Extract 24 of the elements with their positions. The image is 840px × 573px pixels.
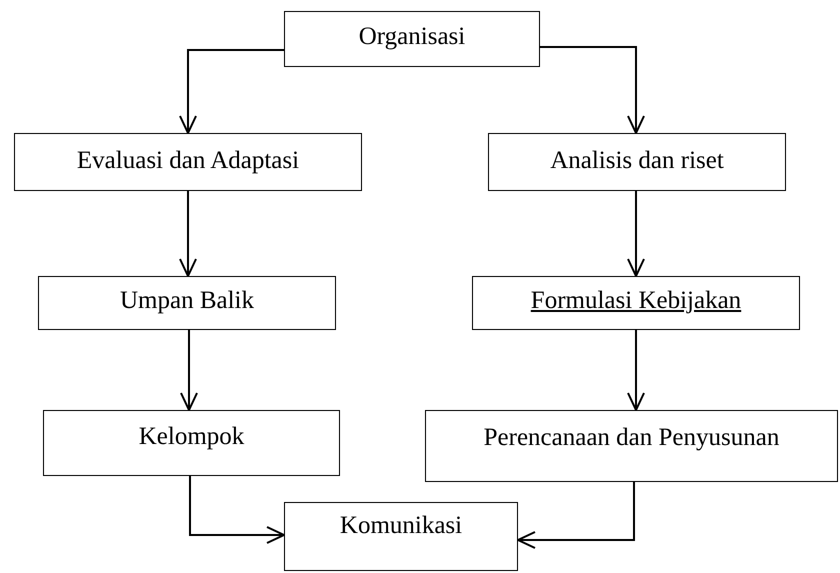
process-box	[284, 11, 540, 67]
process-box	[38, 276, 336, 330]
process-box	[425, 410, 838, 482]
box-label: Perencanaan dan Penyusunan	[484, 424, 780, 452]
arrow	[517, 482, 635, 549]
box-label: Organisasi	[358, 23, 466, 51]
arrow	[627, 191, 645, 277]
process-box	[284, 502, 518, 571]
arrow	[189, 476, 285, 544]
arrow	[180, 330, 198, 411]
process-box	[43, 410, 340, 476]
process-box	[488, 133, 786, 191]
arrow	[627, 330, 645, 411]
arrow	[540, 46, 645, 134]
arrow	[179, 191, 197, 277]
box-label: Kelompok	[138, 423, 244, 451]
box-label: Komunikasi	[340, 512, 462, 540]
box-label: Evaluasi dan Adaptasi	[76, 147, 300, 175]
box-label: Formulasi Kebijakan	[530, 287, 742, 315]
process-box	[14, 133, 362, 191]
process-box	[472, 276, 800, 330]
box-label: Umpan Balik	[120, 287, 254, 315]
box-label: Analisis dan riset	[550, 147, 724, 175]
arrow	[179, 49, 284, 134]
